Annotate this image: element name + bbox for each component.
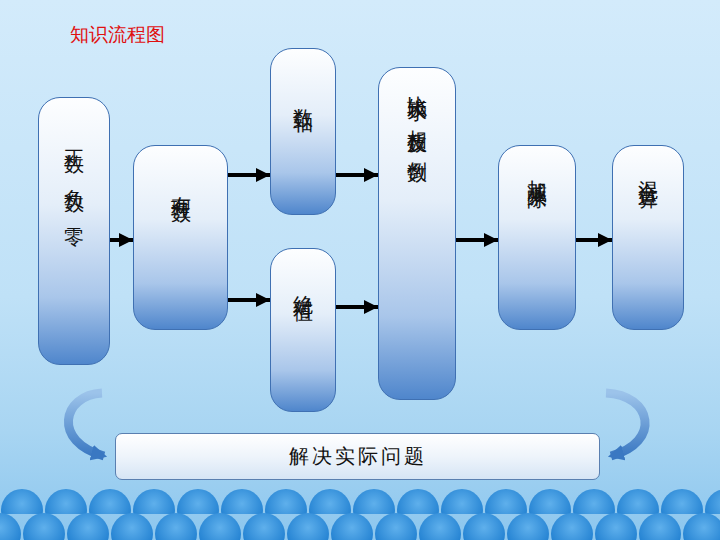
- topic-box: 加减乘除: [498, 145, 576, 330]
- flow-arrow: [456, 238, 498, 242]
- node-text: 数轴: [292, 93, 315, 101]
- node-text: 正数 负数 零: [63, 134, 86, 217]
- topic-box: 混合运算: [612, 145, 684, 330]
- diagram-title: 知识流程图: [70, 22, 165, 48]
- curved-arrow: [68, 393, 104, 456]
- topic-box: 有理数: [133, 145, 228, 330]
- curved-arrow: [606, 393, 645, 456]
- flow-arrow: [336, 305, 378, 309]
- wave-decoration: [0, 512, 720, 540]
- flow-arrow: [110, 238, 133, 242]
- node-text: 有理数: [169, 180, 192, 192]
- flow-arrow: [576, 238, 612, 242]
- topic-box: 正数 负数 零: [38, 97, 110, 365]
- summary-box: 解决实际问题: [115, 433, 600, 480]
- node-text: 混合运算: [637, 164, 660, 176]
- topic-box: 绝对值: [270, 248, 336, 412]
- flow-arrow: [336, 173, 378, 177]
- node-text: 比较大小 相反数 倒数: [406, 80, 429, 150]
- node-text: 解决实际问题: [289, 445, 427, 468]
- node-text: 绝对值: [292, 279, 315, 291]
- topic-box: 比较大小 相反数 倒数: [378, 67, 456, 400]
- wave-decoration: [0, 488, 720, 514]
- flow-arrow: [228, 173, 270, 177]
- flow-arrow: [228, 298, 270, 302]
- node-text: 加减乘除: [526, 164, 549, 176]
- topic-box: 数轴: [270, 48, 336, 215]
